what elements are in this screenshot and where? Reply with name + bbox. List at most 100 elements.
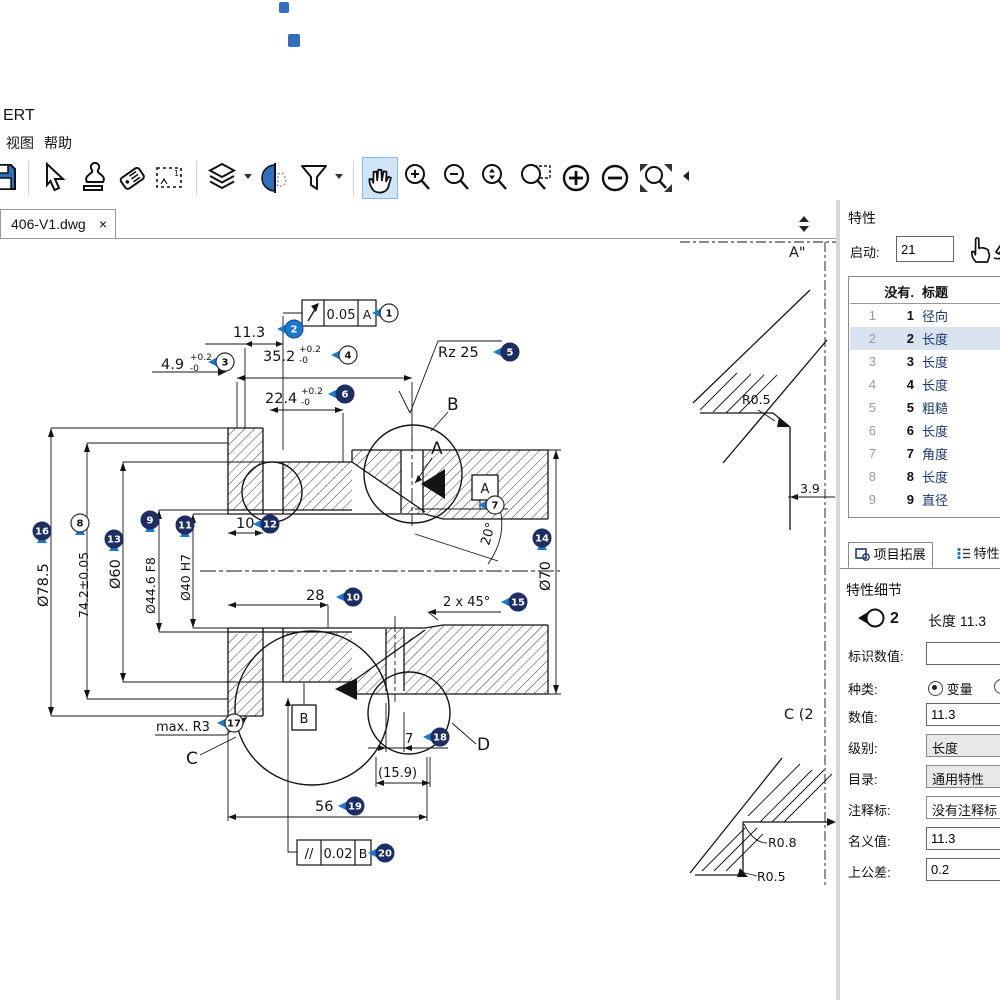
dim-40: Ø40 H7 — [178, 554, 193, 601]
balloon-19[interactable]: 19 — [338, 796, 365, 816]
balloon-13[interactable]: 13 — [104, 529, 124, 551]
document-tab[interactable]: 406-V1.dwg × — [0, 209, 116, 238]
field-value-label: 数值: — [848, 710, 878, 725]
decoration-icon — [288, 34, 300, 47]
balloon-15[interactable]: 15 — [501, 592, 528, 612]
dim-r0-5b: R0.5 — [757, 869, 786, 884]
toolbar-collapse-icon[interactable] — [681, 169, 691, 188]
balloon-17[interactable]: 17 — [217, 713, 244, 733]
field-note-select[interactable]: 没有注释标 — [926, 796, 1000, 819]
svg-text:2: 2 — [291, 325, 298, 336]
field-upper-tol-input[interactable] — [926, 858, 1000, 881]
dim-r0-8: R0.8 — [768, 835, 797, 850]
part-section-hatch — [228, 428, 548, 716]
balloon-2-selected[interactable]: 2 — [277, 319, 304, 339]
tab-project-expand[interactable]: 项目拓展 — [848, 542, 933, 568]
tab-scroll-icon[interactable] — [797, 215, 811, 238]
section-arrow — [421, 469, 445, 499]
field-catalog-select[interactable]: 通用特性 — [926, 765, 1000, 788]
balloon-9[interactable]: 9 — [140, 510, 160, 532]
field-upper-tol: 上公差: — [846, 858, 1000, 884]
mirror-icon[interactable] — [258, 158, 292, 198]
balloon-20[interactable]: 20 — [368, 843, 395, 863]
start-input[interactable] — [896, 236, 954, 262]
save-icon[interactable] — [0, 158, 20, 198]
increase-icon[interactable] — [559, 158, 593, 198]
svg-text:5: 5 — [507, 348, 514, 359]
field-id-input[interactable] — [926, 642, 1000, 665]
radio-variable-label: 变量 — [946, 682, 973, 697]
balloon-11[interactable]: 11 — [175, 515, 195, 537]
dim-44-6: Ø44.6 F8 — [143, 557, 158, 614]
balloon-1[interactable]: 1 — [372, 303, 399, 323]
pick-hand-icon[interactable] — [966, 232, 994, 267]
dim-15-9: (15.9) — [378, 766, 417, 781]
document-tab-label: 406-V1.dwg — [11, 216, 86, 232]
layers-icon[interactable] — [205, 158, 239, 198]
balloon-3[interactable]: 3 — [208, 352, 235, 372]
balloon-6[interactable]: 6 — [328, 384, 355, 404]
decoration-icon — [279, 2, 289, 13]
dim-7: 7 — [405, 732, 413, 747]
balloon-10[interactable]: 10 — [336, 587, 363, 607]
select-region-icon[interactable]: 1. — [153, 158, 187, 198]
dim-70: Ø70 — [538, 561, 554, 591]
decrease-icon[interactable] — [598, 158, 632, 198]
tag-icon[interactable] — [115, 158, 149, 198]
balloon-4[interactable]: 4 — [331, 345, 358, 365]
tab-close-icon[interactable]: × — [98, 216, 107, 232]
zoom-extents-icon[interactable] — [636, 158, 676, 198]
menu-help[interactable]: 帮助 — [44, 135, 72, 151]
toolbar-separator — [195, 161, 197, 195]
label-detail-d: D — [477, 735, 490, 755]
tab-characteristics[interactable]: 特性 — [950, 542, 1000, 568]
field-value-input[interactable] — [926, 703, 1000, 726]
zoom-window-icon[interactable] — [517, 158, 555, 198]
balloon-18[interactable]: 18 — [423, 727, 450, 747]
detail-circle-d — [367, 671, 451, 755]
tab-project-expand-label: 项目拓展 — [873, 547, 926, 562]
layers-dropdown-arrow[interactable] — [243, 173, 252, 179]
field-class: 级别: 长度 — [846, 734, 1000, 760]
gdt-symbol: // — [305, 847, 314, 862]
balloon-5[interactable]: 5 — [493, 342, 520, 362]
zoom-dynamic-icon[interactable] — [478, 158, 512, 198]
col-blank — [850, 280, 880, 304]
svg-text:18: 18 — [433, 733, 447, 744]
field-catalog-label: 目录: — [848, 772, 878, 787]
detail-view-c-fragment: C (2 R0.8 R0.5 — [689, 707, 836, 884]
balloon-8[interactable]: 8 — [70, 513, 90, 535]
select-cursor-icon[interactable] — [38, 158, 72, 198]
stamp-icon[interactable] — [76, 158, 110, 198]
pan-hand-icon[interactable] — [361, 157, 398, 199]
drawing-canvas[interactable]: 0.05 A // 0.02 B A B 11.3 4.9 +0.2 -0 35… — [0, 0, 836, 1000]
balloon-16[interactable]: 16 — [32, 521, 52, 543]
balloon-14[interactable]: 14 — [532, 528, 552, 550]
edit-icon[interactable] — [992, 232, 1000, 265]
field-nominal-input[interactable] — [926, 827, 1000, 850]
filter-dropdown-arrow[interactable] — [334, 173, 343, 179]
filter-icon[interactable] — [297, 158, 331, 198]
svg-text:12: 12 — [263, 520, 277, 531]
radio-other[interactable] — [994, 679, 1000, 695]
radio-variable[interactable]: 变量 — [928, 679, 973, 698]
zoom-in-icon[interactable] — [401, 158, 435, 198]
dim-35-2: 35.2 — [263, 349, 295, 365]
balloon-7[interactable]: 7 — [478, 495, 505, 515]
svg-text:14: 14 — [535, 534, 549, 545]
zoom-out-icon[interactable] — [440, 158, 474, 198]
field-class-select[interactable]: 长度 — [926, 734, 1000, 757]
balloon-12[interactable]: 12 — [253, 514, 280, 534]
tabs-divider — [840, 568, 1000, 569]
menu-view[interactable]: 视图 — [6, 135, 34, 151]
